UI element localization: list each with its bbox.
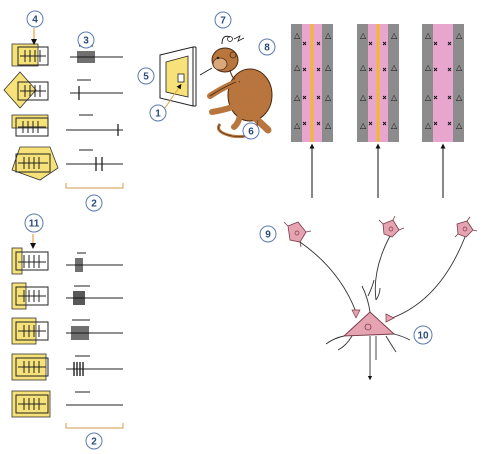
label-8: 8 [258,38,276,56]
pyramidal-neuron-icon [325,279,411,381]
screen-icon [159,46,197,107]
column-2: △ △ △ △ △ △ △ △ [357,24,399,142]
svg-text:△: △ [391,121,398,130]
spike-train-2 [70,79,123,100]
neural-circuit [283,215,478,381]
svg-text:△: △ [391,93,398,102]
svg-text:△: △ [294,93,301,102]
svg-text:11: 11 [29,219,40,230]
size-tuning-panel [11,234,124,429]
svg-text:△: △ [360,121,367,130]
time-bracket-top [65,183,124,189]
experiment-setup [159,35,273,139]
stimulus-row-3 [11,114,49,137]
svg-text:△: △ [360,31,367,40]
number-labels: 1 2 2 3 4 5 6 7 [24,10,433,450]
label-5: 5 [137,67,155,85]
neuron-icon [283,221,312,248]
svg-text:2: 2 [91,199,97,210]
svg-text:△: △ [360,93,367,102]
label-7: 7 [214,11,232,29]
stimulus-row-9 [11,390,51,418]
time-bracket-bottom [65,423,124,429]
svg-text:9: 9 [265,230,271,241]
label-6: 6 [242,122,260,140]
stimulus-row-5 [11,247,49,275]
svg-text:△: △ [325,121,332,130]
reward-tube-icon [221,35,245,45]
svg-text:△: △ [325,31,332,40]
svg-text:△: △ [456,93,463,102]
spike-train-9 [66,391,123,406]
label-3: 3 [77,31,95,49]
svg-text:△: △ [294,31,301,40]
stimulus-row-8 [11,353,49,381]
label-9: 9 [259,225,277,243]
svg-text:△: △ [391,31,398,40]
svg-text:5: 5 [143,72,149,83]
label-1: 1 [149,104,167,122]
svg-text:△: △ [456,63,463,72]
label-10: 10 [413,325,433,345]
svg-text:△: △ [425,31,432,40]
spike-train-8 [66,355,123,376]
spike-train-1 [70,45,123,63]
orientation-tuning-panel [3,28,124,189]
svg-text:△: △ [425,63,432,72]
label-11: 11 [24,213,44,233]
stimulus-row-1 [11,43,49,67]
neuron-icon-2 [378,215,405,238]
stimulus-row-7 [11,317,49,345]
cortical-columns: △ △ △ △ △ △ △ △ △ △ △ △ △ △ △ △ [291,24,464,198]
svg-text:△: △ [425,121,432,130]
svg-text:6: 6 [248,127,254,138]
svg-text:△: △ [456,31,463,40]
monkey-icon [207,47,273,139]
label-4: 4 [26,10,44,28]
label-2-top: 2 [85,194,103,212]
spike-train-6 [66,285,123,305]
spike-train-7 [66,319,123,340]
svg-text:△: △ [425,93,432,102]
label-2-bottom: 2 [85,432,103,450]
spike-train-4 [66,149,123,171]
svg-text:△: △ [294,63,301,72]
svg-text:7: 7 [220,16,226,27]
svg-text:8: 8 [264,43,270,54]
svg-text:△: △ [456,121,463,130]
column-3: △ △ △ △ △ △ △ △ [422,24,464,142]
stimulus-row-2 [3,71,49,109]
svg-text:△: △ [325,93,332,102]
svg-text:△: △ [360,63,367,72]
svg-text:2: 2 [91,437,97,448]
svg-text:△: △ [391,63,398,72]
svg-text:3: 3 [83,36,89,47]
spike-train-5 [66,252,123,272]
stimulus-row-6 [11,282,49,310]
svg-text:4: 4 [32,15,38,26]
stimulus-row-4 [11,146,59,181]
svg-text:△: △ [325,63,332,72]
neuron-icon-3 [454,216,478,238]
svg-text:1: 1 [155,109,161,120]
spike-train-3 [66,114,123,136]
column-1: △ △ △ △ △ △ △ △ [291,24,333,142]
svg-text:10: 10 [417,331,429,342]
svg-text:△: △ [294,121,301,130]
